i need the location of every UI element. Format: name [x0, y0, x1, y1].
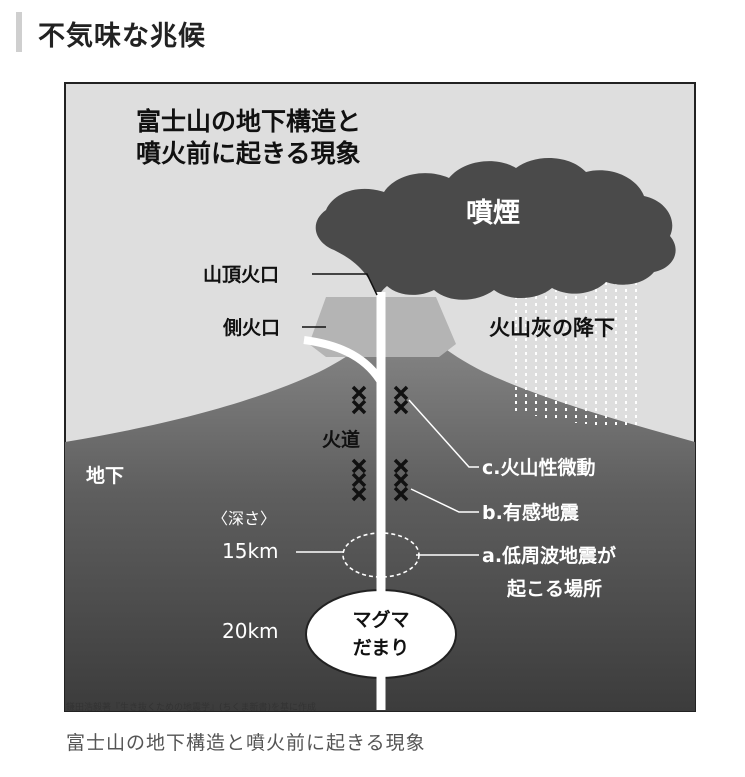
conduit-label: 火道 — [322, 428, 360, 451]
event-a-label-line1: a.低周波地震が — [482, 544, 616, 567]
event-c-label: c.火山性微動 — [482, 456, 595, 479]
section-header: 不気味な兆候 — [16, 12, 716, 52]
leader-lines — [296, 273, 479, 556]
diagram-title-line1: 富士山の地下構造と — [136, 107, 361, 136]
conduit-pipe — [303, 292, 386, 710]
section-accent-bar — [16, 12, 22, 52]
diagram-title-line2: 噴火前に起きる現象 — [136, 139, 361, 168]
quake-marks — [351, 385, 409, 502]
section-title: 不気味な兆候 — [38, 21, 206, 52]
ash-fall-label: 火山灰の降下 — [489, 316, 615, 340]
depth-heading: 〈深さ〉 — [212, 509, 276, 528]
underground-label: 地下 — [86, 464, 124, 487]
source-credit: 鎌田浩毅著『生き抜くための地震学』(ちくま新書)を基に作成 — [66, 703, 317, 713]
magma-label-line2: だまり — [353, 637, 410, 659]
smoke-cloud — [315, 157, 676, 300]
side-crater-label: 側火口 — [222, 317, 280, 339]
figure-caption: 富士山の地下構造と噴火前に起きる現象 — [66, 732, 426, 754]
depth-15km: 15km — [222, 539, 279, 563]
smoke-label: 噴煙 — [466, 198, 520, 229]
magma-label-line1: マグマ — [352, 608, 409, 631]
event-a-label-line2: 起こる場所 — [506, 578, 602, 600]
event-b-label: b.有感地震 — [482, 501, 580, 524]
summit-crater-label: 山頂火口 — [203, 264, 279, 286]
fuji-diagram: 富士山の地下構造と 噴火前に起きる現象 噴煙 山頂火口 側火口 火山灰の降下 火… — [64, 82, 696, 712]
depth-20km: 20km — [222, 619, 279, 643]
